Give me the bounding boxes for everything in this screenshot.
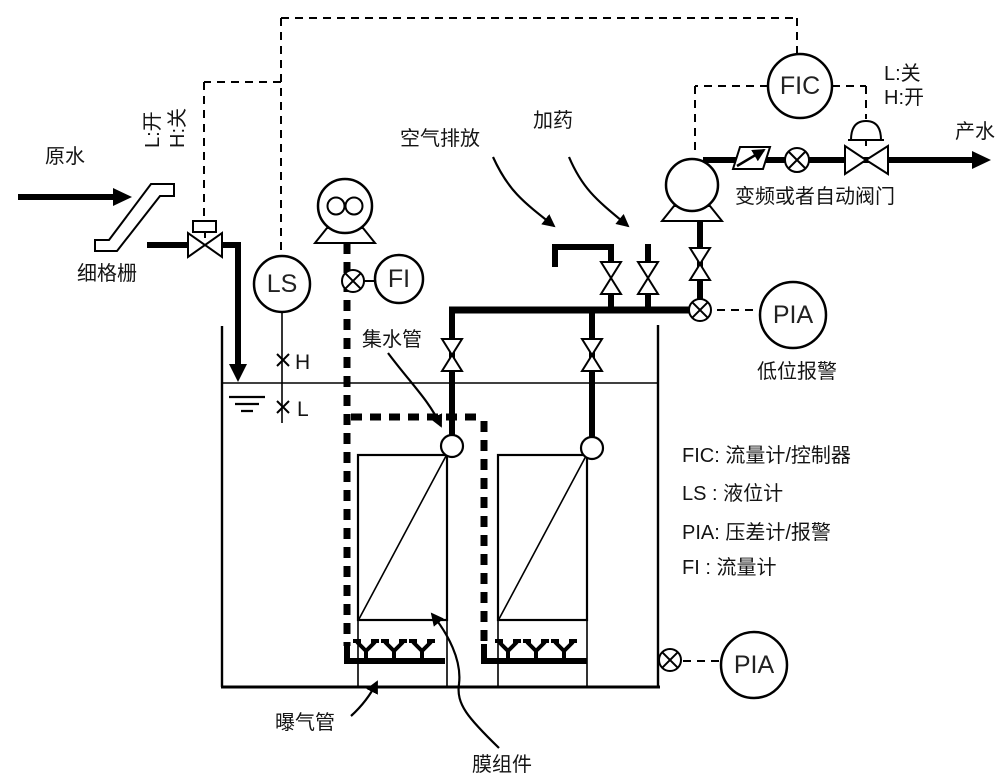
- manifold-tap-icon: [688, 298, 712, 322]
- collector-arrow: [387, 352, 443, 428]
- fine-screen-label: 细格栅: [77, 262, 137, 285]
- blower-icon: [312, 177, 378, 244]
- product-pump-icon: [659, 157, 725, 222]
- legend-item-fi: FI : 流量计: [682, 556, 776, 579]
- diffuser-icon: [381, 639, 407, 661]
- aeration-diffusers: [353, 639, 577, 661]
- collector-pipe-label: 集水管: [362, 328, 422, 351]
- dosing-valve: [636, 261, 660, 295]
- level-low-mark: [276, 400, 290, 414]
- air-release-gooseneck: [552, 244, 614, 267]
- aeration-pipe-label: 曝气管: [275, 711, 335, 734]
- fi-tag: FI: [388, 265, 410, 293]
- aeration-arrow: [350, 680, 378, 717]
- diffuser-icon: [523, 639, 549, 661]
- air-release-arrow: [491, 156, 556, 228]
- inlet-valve: [187, 220, 223, 259]
- product-arrowhead: [972, 151, 991, 169]
- fi-tap-icon: [341, 269, 375, 293]
- pia-top-tag: PIA: [773, 301, 814, 329]
- low-level-alarm-label: 低位报警: [757, 360, 837, 383]
- air-release-label: 空气排放: [400, 127, 480, 150]
- diffuser-icon: [495, 639, 521, 661]
- auto-control-valve: [844, 119, 889, 176]
- vfd-valve-label: 变频或者自动阀门: [735, 185, 895, 208]
- outlet-valve-logic-line2: H:开: [884, 87, 924, 109]
- pia-bottom-tag: PIA: [734, 651, 775, 679]
- membrane-arrow: [430, 612, 500, 749]
- fic-tag: FIC: [780, 72, 820, 100]
- ls-tag: LS: [267, 270, 298, 298]
- instrument-ls: LS: [252, 254, 312, 314]
- legend: FIC: 流量计/控制器 LS : 液位计 PIA: 压差计/报警 FI : 流…: [682, 444, 851, 579]
- check-valve: [731, 146, 772, 170]
- inlet-valve-logic-col2: H:关: [166, 108, 189, 148]
- level-high-mark: [276, 353, 290, 367]
- instrument-fi: FI: [373, 253, 425, 305]
- raw-water-arrowhead: [113, 188, 132, 206]
- riser-valve-1: [440, 338, 464, 372]
- instrument-fic: FIC: [766, 52, 834, 120]
- membrane-module-1: [356, 453, 449, 687]
- instrument-pia-bottom: PIA: [719, 630, 789, 700]
- dosing-label: 加药: [533, 109, 573, 132]
- inlet-valve-logic-col1: L:开: [142, 111, 164, 148]
- legend-item-fic: FIC: 流量计/控制器: [682, 444, 851, 467]
- raw-water-label: 原水: [45, 145, 85, 168]
- tank-bottom-tap-icon: [658, 648, 682, 672]
- diffuser-icon: [409, 639, 435, 661]
- fine-screen-icon: [94, 183, 175, 252]
- collector-header-2: [579, 435, 605, 461]
- legend-item-ls: LS : 液位计: [682, 482, 783, 505]
- riser-valve-2: [580, 338, 604, 372]
- dosing-arrow: [567, 156, 630, 228]
- outlet-valve-logic-line1: L:关: [884, 62, 921, 85]
- inlet-arrowhead: [229, 364, 247, 382]
- legend-item-pia: PIA: 压差计/报警: [682, 521, 831, 544]
- air-release-valve: [599, 261, 623, 295]
- membrane-module-label: 膜组件: [472, 753, 532, 776]
- level-high-label: H: [295, 351, 310, 374]
- membrane-module-2: [496, 453, 589, 687]
- annotation-arrows: [350, 156, 630, 749]
- diffuser-icon: [353, 639, 379, 661]
- product-tap-icon: [784, 147, 810, 173]
- signal-lines: [203, 17, 867, 662]
- collector-header-1: [439, 433, 465, 459]
- level-low-label: L: [297, 398, 309, 421]
- water-surface-icon: [229, 395, 265, 413]
- instrument-pia-top: PIA: [758, 280, 828, 350]
- level-probe: [276, 312, 290, 423]
- product-water-label: 产水: [955, 120, 995, 143]
- inlet-drop-pipe: [222, 242, 241, 364]
- pump-suction-valve: [688, 247, 712, 281]
- diffuser-icon: [551, 639, 577, 661]
- tank: [220, 325, 660, 689]
